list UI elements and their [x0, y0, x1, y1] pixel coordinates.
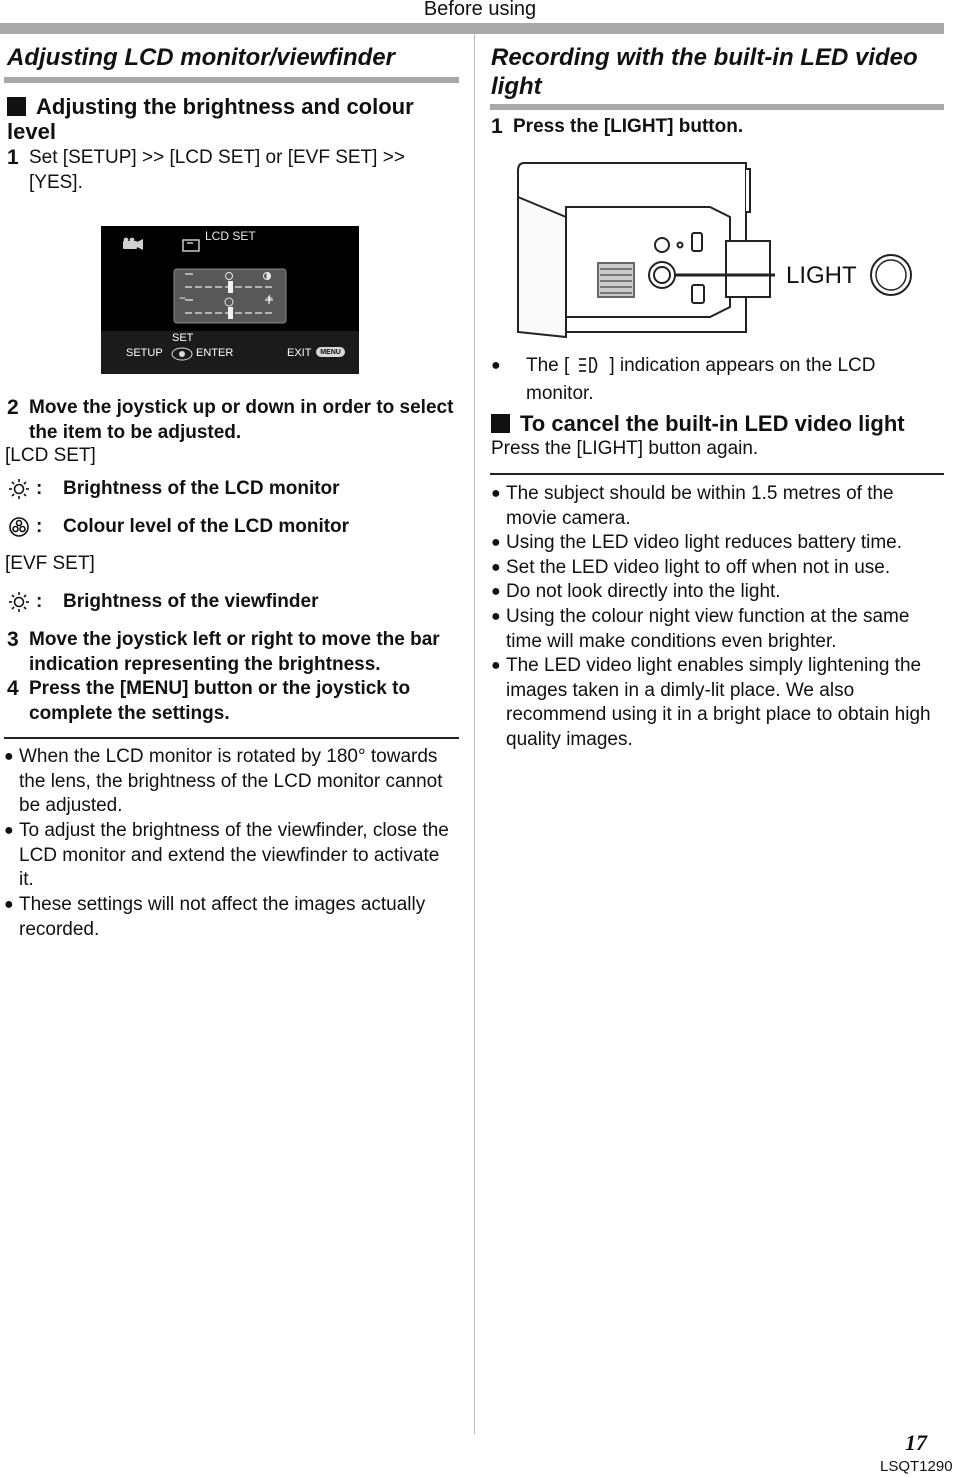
brightness-icon — [225, 272, 233, 280]
screen-menu-label: MENU — [320, 349, 341, 356]
indication-before: The [ — [526, 355, 570, 376]
section-title-lcd: Adjusting LCD monitor/viewfinder — [7, 44, 395, 71]
bullet-dot: ● — [4, 822, 14, 839]
note-bullet: ● When the LCD monitor is rotated by 180… — [4, 745, 459, 819]
lcd-item-brightness: : Brightness of the LCD monitor — [7, 477, 457, 503]
screen-title: LCD SET — [205, 229, 256, 243]
brightness-icon — [7, 477, 31, 508]
camera-graphic — [517, 162, 912, 339]
light-callout-label: LIGHT — [786, 262, 857, 289]
indication-after: ] indication appears on the LCD monitor. — [526, 355, 876, 404]
cancel-heading-text: To cancel the built-in LED video light — [520, 411, 905, 436]
note-bullet: ● To adjust the brightness of the viewfi… — [4, 819, 459, 893]
lcd-icon — [182, 239, 200, 252]
led-note: ● Set the LED video light to off when no… — [491, 556, 943, 582]
screen-exit-label: EXIT — [287, 347, 312, 359]
colour-icon — [224, 297, 234, 307]
lcd-screen-illustration: LCD SET SET SETUP ENTER EXIT MENU − + — [101, 226, 359, 374]
led-note: ● The LED video light enables simply lig… — [491, 654, 943, 754]
note-text: Do not look directly into the light. — [506, 581, 781, 602]
step-3: 3 Move the joystick left or right to mov… — [7, 627, 457, 677]
bullet-dot: ● — [491, 559, 501, 576]
step-1: 1 Set [SETUP] >> [LCD SET] or [EVF SET] … — [7, 145, 457, 195]
item-text: Brightness of the LCD monitor — [63, 478, 340, 499]
step-text: Move the joystick left or right to move … — [29, 629, 440, 675]
column-divider — [474, 34, 475, 1434]
note-text: These settings will not affect the image… — [19, 894, 426, 940]
bullet-dot: ● — [491, 534, 501, 551]
vent-lines — [600, 268, 632, 294]
section-rule — [490, 104, 944, 110]
item-text: Brightness of the viewfinder — [63, 591, 319, 612]
evf-set-label: [EVF SET] — [5, 553, 95, 574]
item-colon: : — [36, 478, 43, 499]
led-light-icon — [569, 356, 609, 382]
lcd-set-label: [LCD SET] — [5, 445, 96, 466]
screen-plus: + — [266, 291, 274, 305]
subheading-text: Adjusting the brightness and colour leve… — [7, 94, 414, 144]
note-text: To adjust the brightness of the viewfind… — [19, 820, 449, 891]
bullet-dot: ● — [491, 608, 501, 625]
bullet-dot: ● — [4, 896, 14, 913]
led-note: ● Using the colour night view function a… — [491, 605, 943, 655]
step-number: 2 — [7, 396, 19, 419]
cancel-heading: To cancel the built-in LED video light — [491, 411, 941, 436]
screen-setup-label: SETUP — [126, 347, 163, 359]
section-title-led: Recording with the built-in LED video li… — [491, 44, 918, 100]
square-marker — [7, 97, 26, 116]
note-text: Using the colour night view function at … — [506, 606, 910, 652]
step-4: 4 Press the [MENU] button or the joystic… — [7, 676, 457, 726]
step-number: 4 — [7, 677, 19, 700]
screen-set-label: SET — [172, 332, 194, 344]
contrast-icon — [263, 271, 271, 281]
step-text: Move the joystick up or down in order to… — [29, 397, 454, 443]
led-note: ● Do not look directly into the light. — [491, 580, 943, 606]
lcd-item-colour: : Colour level of the LCD monitor — [7, 515, 457, 541]
camera-mode-icon — [123, 237, 143, 250]
cancel-text: Press the [LIGHT] button again. — [491, 438, 759, 459]
item-colon: : — [36, 591, 43, 612]
step-number: 1 — [7, 146, 19, 169]
evf-item-brightness: : Brightness of the viewfinder — [7, 590, 457, 616]
item-colon: : — [36, 516, 43, 537]
square-marker — [491, 414, 510, 433]
step-number: 3 — [7, 628, 19, 651]
step-number: 1 — [491, 115, 503, 138]
step-1-led: 1 Press the [LIGHT] button. — [491, 114, 941, 140]
camera-illustration: LIGHT — [510, 157, 930, 347]
screen-enter-label: ENTER — [196, 347, 234, 359]
bullet-dot: ● — [491, 357, 501, 374]
notes-rule — [490, 473, 944, 475]
step-text: Press the [MENU] button or the joystick … — [29, 678, 411, 724]
step-2: 2 Move the joystick up or down in order … — [7, 395, 457, 445]
step-text: Set [SETUP] >> [LCD SET] or [EVF SET] >>… — [29, 147, 405, 193]
led-note: ● Using the LED video light reduces batt… — [491, 531, 943, 557]
document-code: LSQT1290 — [880, 1458, 953, 1475]
bullet-dot: ● — [491, 657, 501, 674]
bullet-dot: ● — [491, 485, 501, 502]
running-header: Before using — [423, 0, 537, 20]
brightness-icon — [7, 590, 31, 621]
indication-note: ● The [] indication appears on the LCD m… — [491, 354, 941, 404]
notes-rule — [4, 737, 459, 739]
step-text: Press the [LIGHT] button. — [513, 116, 744, 137]
note-text: When the LCD monitor is rotated by 180° … — [19, 746, 443, 817]
joystick-icon — [171, 347, 193, 361]
colour-icon — [7, 515, 31, 546]
page-number: 17 — [905, 1430, 927, 1455]
note-text: The LED video light enables simply light… — [506, 655, 931, 751]
screen-minus: − — [179, 291, 187, 305]
header-bar — [0, 23, 944, 34]
note-bullet: ● These settings will not affect the ima… — [4, 893, 459, 943]
bullet-dot: ● — [4, 748, 14, 765]
note-text: Using the LED video light reduces batter… — [506, 532, 903, 553]
item-text: Colour level of the LCD monitor — [63, 516, 350, 537]
led-note: ● The subject should be within 1.5 metre… — [491, 482, 943, 532]
note-text: The subject should be within 1.5 metres … — [506, 483, 894, 529]
subheading-brightness: Adjusting the brightness and colour leve… — [7, 94, 457, 144]
section-rule — [4, 77, 459, 83]
lcd-screen-graphic — [101, 226, 359, 374]
note-text: Set the LED video light to off when not … — [506, 557, 891, 578]
bullet-dot: ● — [491, 583, 501, 600]
